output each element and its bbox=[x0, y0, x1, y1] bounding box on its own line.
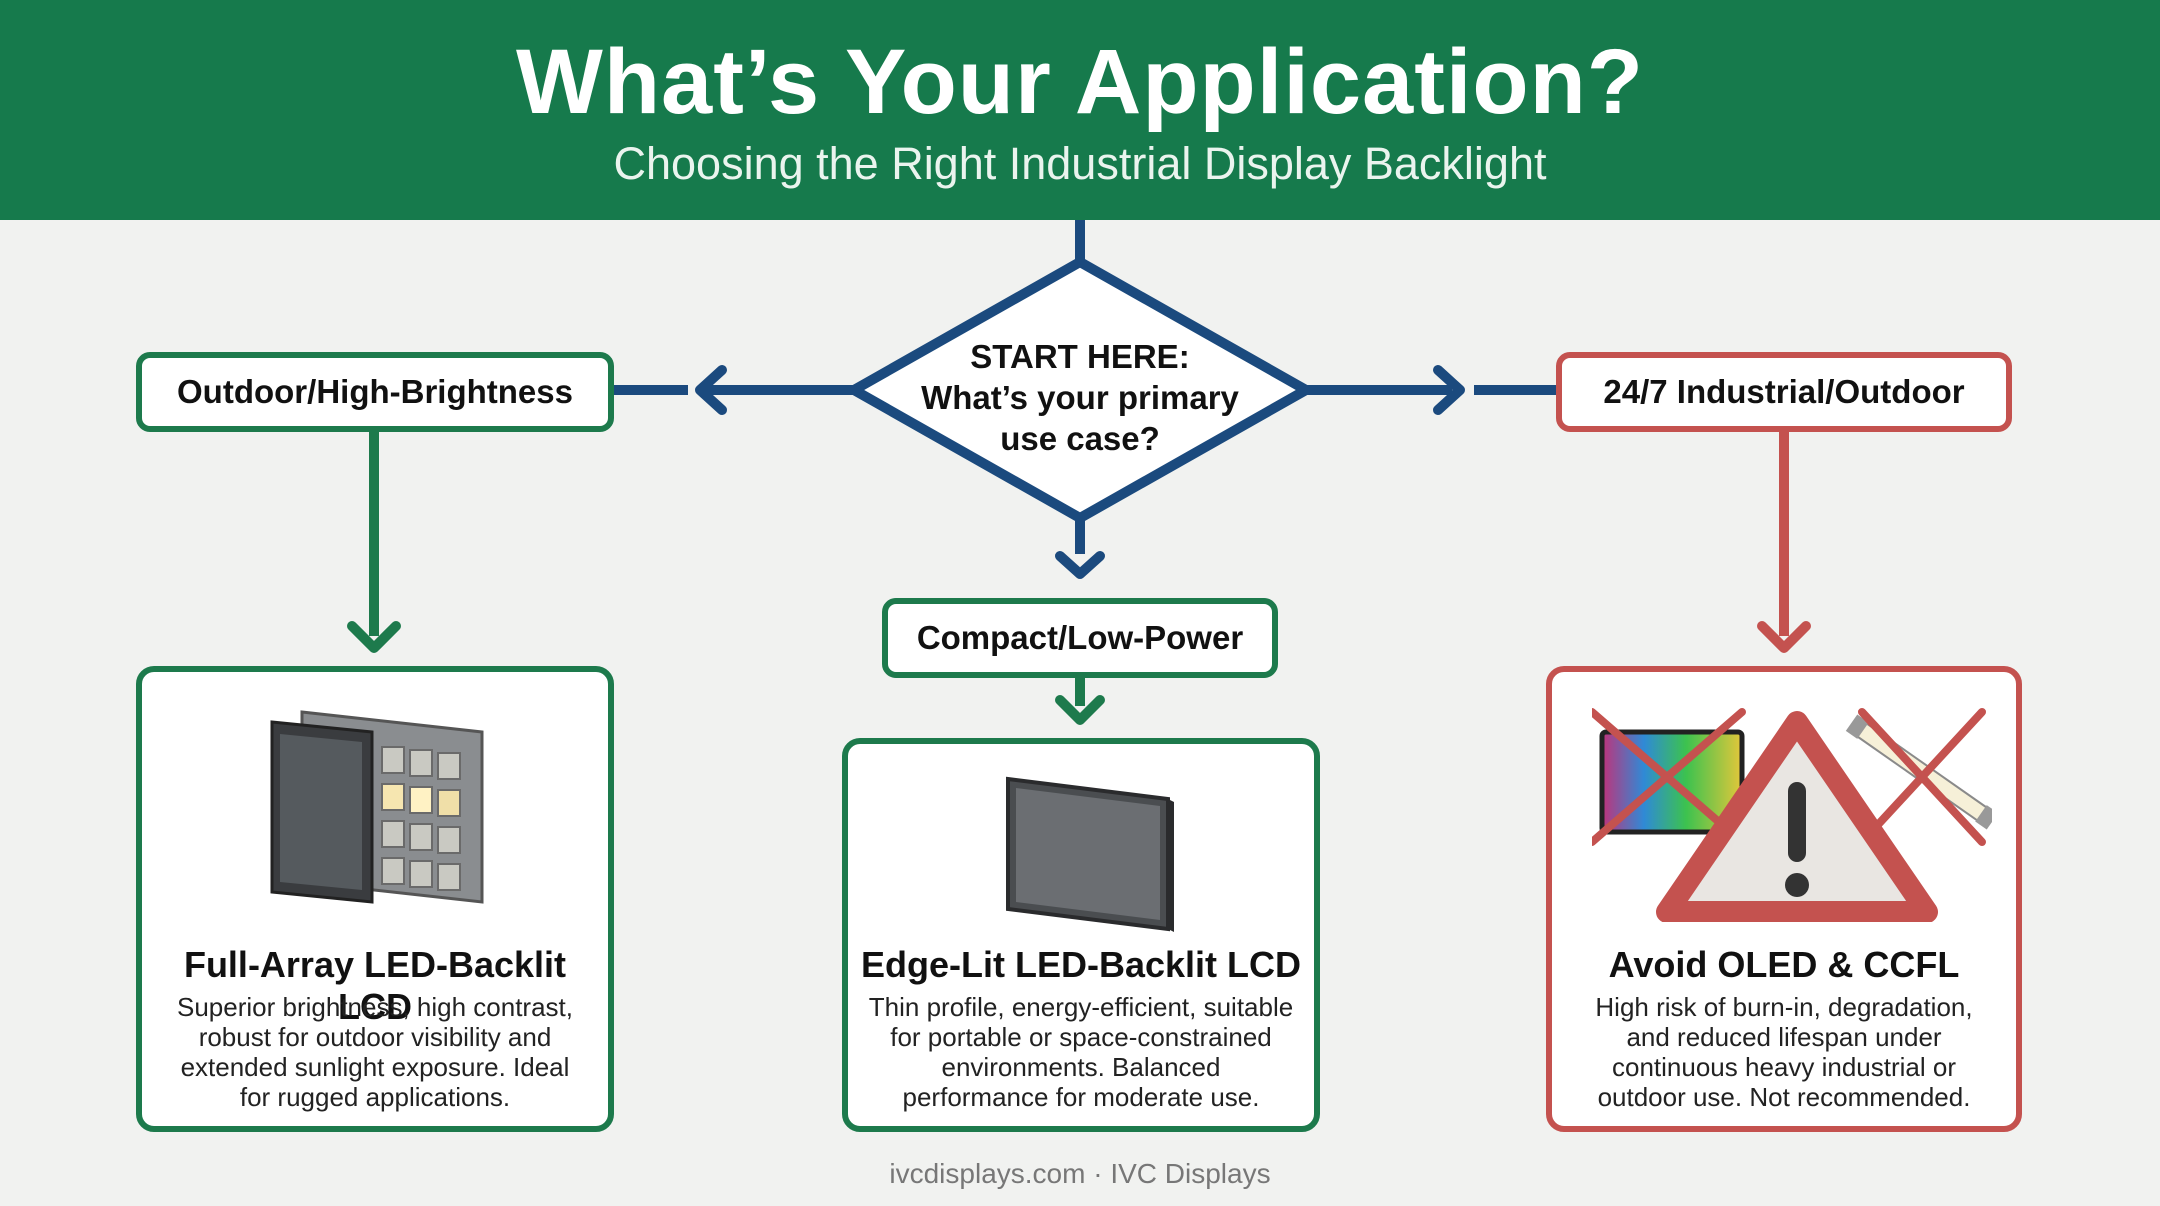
start-line-1: START HERE: bbox=[970, 338, 1190, 375]
start-line-3: use case? bbox=[1000, 420, 1160, 457]
card-description: Superior brightness, high contrast, robu… bbox=[177, 992, 573, 1112]
start-line-2: What’s your primary bbox=[921, 379, 1239, 416]
branch-24-7-industrial-outdoor: 24/7 Industrial/Outdoor bbox=[1556, 352, 2012, 432]
header-banner: What’s Your Application? Choosing the Ri… bbox=[0, 0, 2160, 220]
page-subtitle: Choosing the Right Industrial Display Ba… bbox=[613, 138, 1547, 189]
arrow-down-green-small-icon bbox=[1055, 695, 1105, 725]
arrow-right-icon bbox=[1433, 365, 1465, 415]
full-array-led-panel-icon bbox=[270, 710, 484, 904]
page-title: What’s Your Application? bbox=[516, 31, 1644, 133]
branch-center-label: Compact/Low-Power bbox=[916, 619, 1244, 656]
arrow-down-icon bbox=[1055, 551, 1105, 579]
branch-compact-low-power: Compact/Low-Power bbox=[882, 598, 1278, 678]
card-title: Edge-Lit LED-Backlit LCD bbox=[860, 944, 1301, 985]
thin-monitor-icon bbox=[1006, 776, 1174, 932]
warning-icon bbox=[1592, 708, 1992, 922]
card-description: Thin profile, energy-efficient, suitable… bbox=[868, 992, 1294, 1112]
card-title: Full-Array LED-Backlit LCD bbox=[183, 944, 567, 1027]
card-full-array: Full-Array LED-Backlit LCD Superior brig… bbox=[136, 666, 614, 1132]
arrow-down-green-icon bbox=[347, 621, 401, 653]
branch-right-label: 24/7 Industrial/Outdoor bbox=[1603, 373, 1965, 410]
arrow-left-icon bbox=[695, 365, 727, 415]
footer-credit: ivcdisplays.com · IVC Displays bbox=[889, 1158, 1271, 1189]
arrow-down-red-icon bbox=[1757, 621, 1811, 653]
start-question: START HERE: What’s your primary use case… bbox=[880, 336, 1280, 459]
card-title: Avoid OLED & CCFL bbox=[1608, 944, 1960, 985]
branch-outdoor-high-brightness: Outdoor/High-Brightness bbox=[136, 352, 614, 432]
card-description: High risk of burn-in, degradation, and r… bbox=[1595, 992, 1973, 1112]
branch-left-label: Outdoor/High-Brightness bbox=[177, 373, 573, 410]
card-edge-lit: Edge-Lit LED-Backlit LCD Thin profile, e… bbox=[842, 738, 1320, 1132]
card-avoid-oled-ccfl: Avoid OLED & CCFL High risk of burn-in, … bbox=[1546, 666, 2022, 1132]
